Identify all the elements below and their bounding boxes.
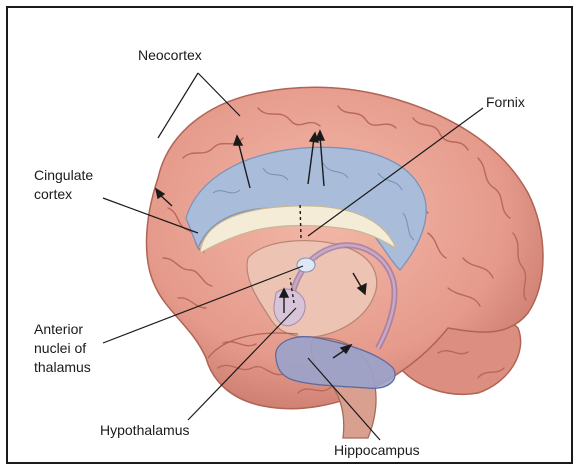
label-hypothalamus: Hypothalamus xyxy=(100,421,190,440)
label-cingulate-cortex: Cingulate cortex xyxy=(34,166,93,204)
label-neocortex: Neocortex xyxy=(138,46,202,65)
brain-illustration xyxy=(8,8,573,464)
label-hippocampus: Hippocampus xyxy=(334,441,420,460)
label-anterior-nuclei-of-thalamus: Anterior nuclei of thalamus xyxy=(34,320,91,377)
label-fornix: Fornix xyxy=(486,93,525,112)
anterior-nucleus-highlight xyxy=(297,258,315,272)
diagram-frame: Neocortex Fornix Cingulate cortex Anteri… xyxy=(6,6,573,464)
